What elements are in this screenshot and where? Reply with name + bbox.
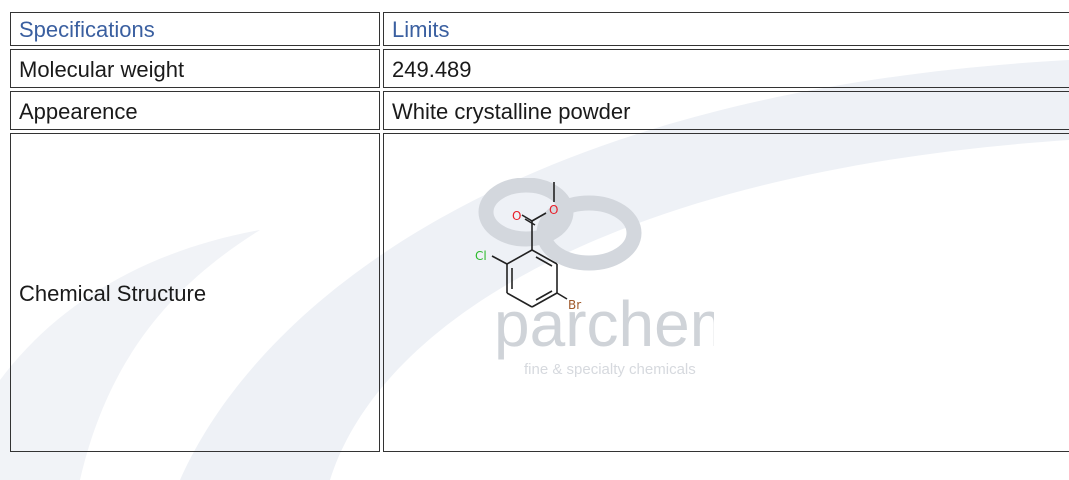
row-label-appearance: Appearence bbox=[10, 91, 380, 130]
chemical-structure-cell: parchem fine & specialty chemicals bbox=[383, 133, 1069, 452]
header-specifications: Specifications bbox=[10, 12, 380, 46]
table-header-row: Specifications Limits bbox=[10, 12, 1069, 46]
table-row: Appearence White crystalline powder bbox=[10, 91, 1069, 130]
watermark-logo-icon bbox=[478, 178, 642, 271]
header-limits: Limits bbox=[383, 12, 1069, 46]
molecule-bonds bbox=[491, 182, 568, 308]
row-label-chemical-structure: Chemical Structure bbox=[10, 133, 380, 452]
row-value-molecular-weight: 249.489 bbox=[383, 49, 1069, 88]
structure-drawing: parchem fine & specialty chemicals bbox=[475, 178, 714, 378]
atom-chlorine: Cl bbox=[475, 249, 487, 263]
chemical-structure-image: parchem fine & specialty chemicals bbox=[454, 178, 714, 418]
specifications-table: Specifications Limits Molecular weight 2… bbox=[7, 9, 1069, 455]
table-row-structure: Chemical Structure parchem fine & specia… bbox=[10, 133, 1069, 452]
atom-oxygen-carbonyl: O bbox=[512, 209, 521, 223]
atom-oxygen-ester: O bbox=[549, 203, 558, 217]
watermark-tagline: fine & specialty chemicals bbox=[524, 361, 696, 378]
table-row: Molecular weight 249.489 bbox=[10, 49, 1069, 88]
row-value-appearance: White crystalline powder bbox=[383, 91, 1069, 130]
watermark-brand: parchem bbox=[494, 288, 714, 360]
atom-bromine: Br bbox=[568, 298, 581, 312]
row-label-molecular-weight: Molecular weight bbox=[10, 49, 380, 88]
